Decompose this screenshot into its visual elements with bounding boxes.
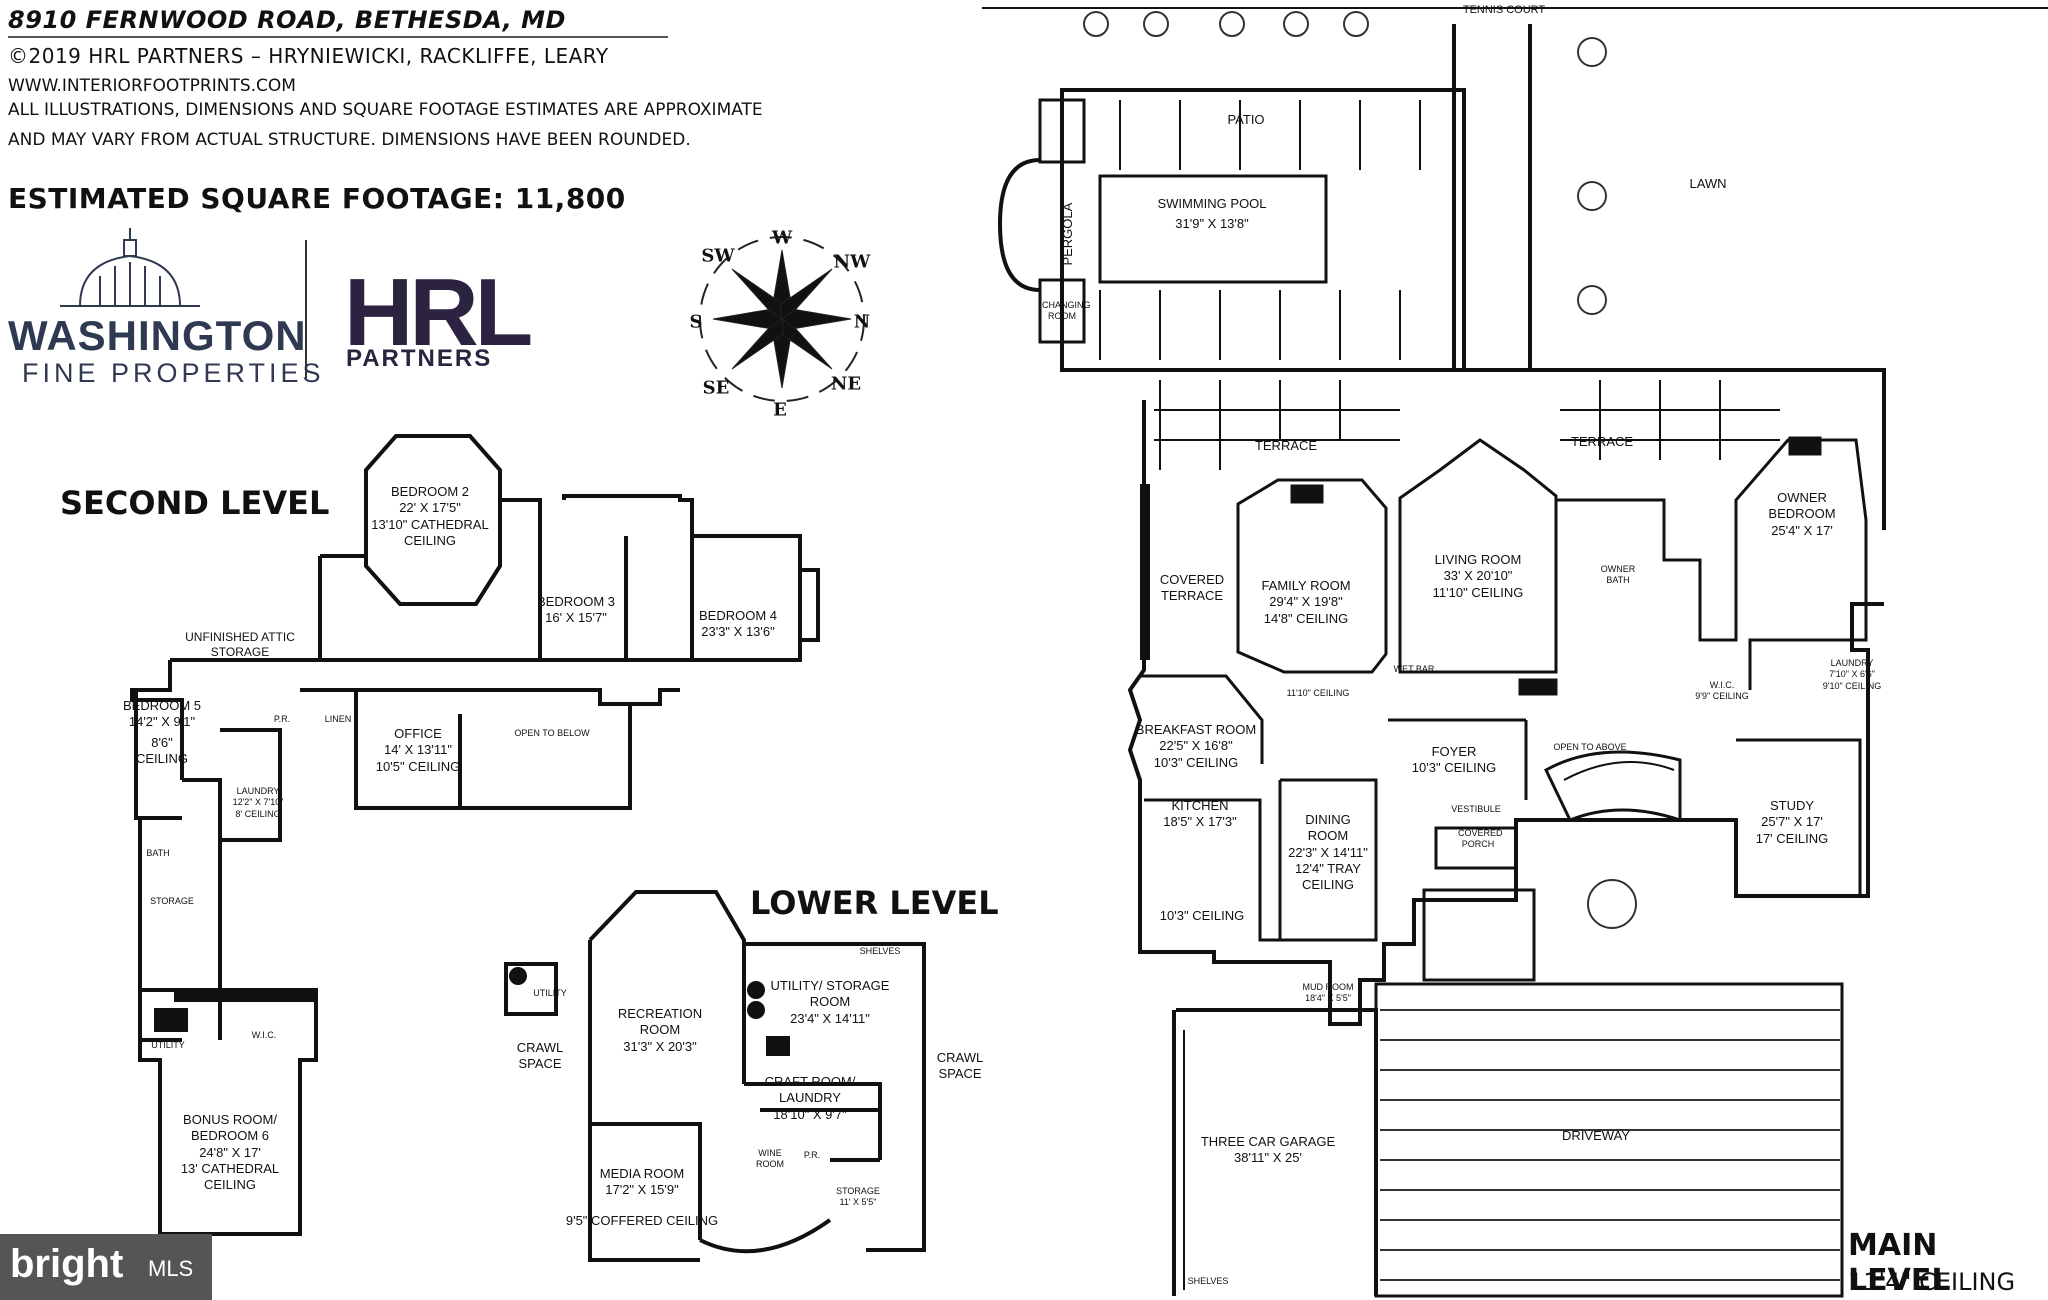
compass-label-w: W bbox=[771, 227, 793, 249]
room-label: TERRACE bbox=[1254, 438, 1318, 453]
capitol-dome-icon bbox=[60, 228, 200, 307]
room-label: BATH bbox=[146, 848, 170, 858]
room-label: WINE ROOM bbox=[756, 1148, 784, 1170]
room-label: SHELVES bbox=[859, 946, 901, 956]
second-level-plan bbox=[130, 434, 820, 1236]
room-label: CHANGING ROOM bbox=[1042, 300, 1091, 322]
fine-properties-logo-text: FINE PROPERTIES bbox=[22, 358, 325, 388]
driveway-paving-pattern bbox=[1380, 1009, 1840, 1281]
room-label: CRAWL SPACE bbox=[516, 1040, 564, 1072]
website-link[interactable]: WWW.INTERIORFOOTPRINTS.COM bbox=[8, 76, 296, 96]
hrl-logo-text: HRL bbox=[344, 259, 533, 366]
main-level-ceiling: 11'4" CEILING bbox=[1848, 1268, 2016, 1296]
lower-level-title: LOWER LEVEL bbox=[750, 884, 999, 922]
main-level-title: MAIN LEVEL bbox=[1848, 1228, 1951, 1298]
room-label: UTILITY bbox=[533, 988, 567, 998]
compass-label-se: SE bbox=[702, 377, 730, 399]
room-label: OPEN TO BELOW bbox=[514, 728, 590, 738]
room-label: CRAWL SPACE bbox=[936, 1050, 984, 1082]
compass-rose-icon bbox=[699, 236, 865, 402]
room-label: W.I.C.9'9" CEILING bbox=[1695, 680, 1749, 702]
copyright-line: ©2019 HRL PARTNERS – HRYNIEWICKI, RACKLI… bbox=[8, 44, 609, 68]
patio-paving-pattern bbox=[1099, 100, 1780, 470]
property-address: 8910 FERNWOOD ROAD, BETHESDA, MD bbox=[8, 6, 566, 34]
disclaimer-line-2: AND MAY VARY FROM ACTUAL STRUCTURE. DIME… bbox=[8, 130, 691, 150]
main-level-plan bbox=[982, 7, 2048, 1298]
square-footage: ESTIMATED SQUARE FOOTAGE: 11,800 bbox=[8, 182, 626, 215]
room-label: DRIVEWAY bbox=[1562, 1128, 1630, 1143]
room-label: PATIO bbox=[1227, 112, 1265, 127]
room-label: P.R. bbox=[273, 714, 291, 724]
room-label: PERGOLA bbox=[1059, 202, 1075, 266]
room-label: W.I.C. bbox=[251, 1030, 277, 1040]
room-label: LINEN bbox=[324, 714, 352, 724]
partners-logo-text: PARTNERS bbox=[346, 345, 493, 372]
lower-level-plan bbox=[504, 890, 926, 1262]
bright-mls-watermark: bright MLS bbox=[0, 1234, 212, 1300]
compass-label-ne: NE bbox=[830, 373, 862, 395]
compass-label-nw: NW bbox=[833, 251, 871, 273]
tree-icon bbox=[1083, 11, 1637, 929]
room-label: OPEN TO ABOVE bbox=[1553, 742, 1627, 752]
room-label: UTILITY bbox=[151, 1040, 185, 1050]
compass-label-n: N bbox=[853, 311, 871, 333]
room-label: 10'3" CEILING bbox=[1159, 908, 1245, 923]
header-rule bbox=[8, 36, 668, 38]
room-label: STORAGE bbox=[150, 896, 194, 906]
compass-label-s: S bbox=[689, 311, 703, 333]
room-label: P.R. bbox=[803, 1150, 821, 1160]
room-label: WET BAR bbox=[1393, 664, 1435, 674]
room-label: TERRACE bbox=[1570, 434, 1634, 449]
room-label: COVERED TERRACE bbox=[1159, 572, 1225, 604]
disclaimer-line-1: ALL ILLUSTRATIONS, DIMENSIONS AND SQUARE… bbox=[8, 100, 763, 120]
compass-label-sw: SW bbox=[701, 245, 735, 267]
room-label: OWNER BATH bbox=[1600, 564, 1636, 586]
room-label: LAWN bbox=[1689, 176, 1727, 191]
room-label: SHELVES bbox=[1187, 1276, 1229, 1286]
room-label: UNFINISHED ATTIC STORAGE bbox=[185, 630, 295, 659]
room-label: TENNIS COURT bbox=[1462, 4, 1546, 16]
room-label: COVERED PORCH bbox=[1458, 828, 1503, 850]
room-label: 11'10" CEILING bbox=[1286, 688, 1350, 698]
room-label: VESTIBULE bbox=[1451, 804, 1501, 814]
washington-logo-text: WASHINGTON bbox=[8, 312, 307, 359]
compass-label-e: E bbox=[773, 399, 787, 421]
second-level-title: SECOND LEVEL bbox=[60, 484, 330, 522]
logo-divider bbox=[305, 240, 307, 378]
